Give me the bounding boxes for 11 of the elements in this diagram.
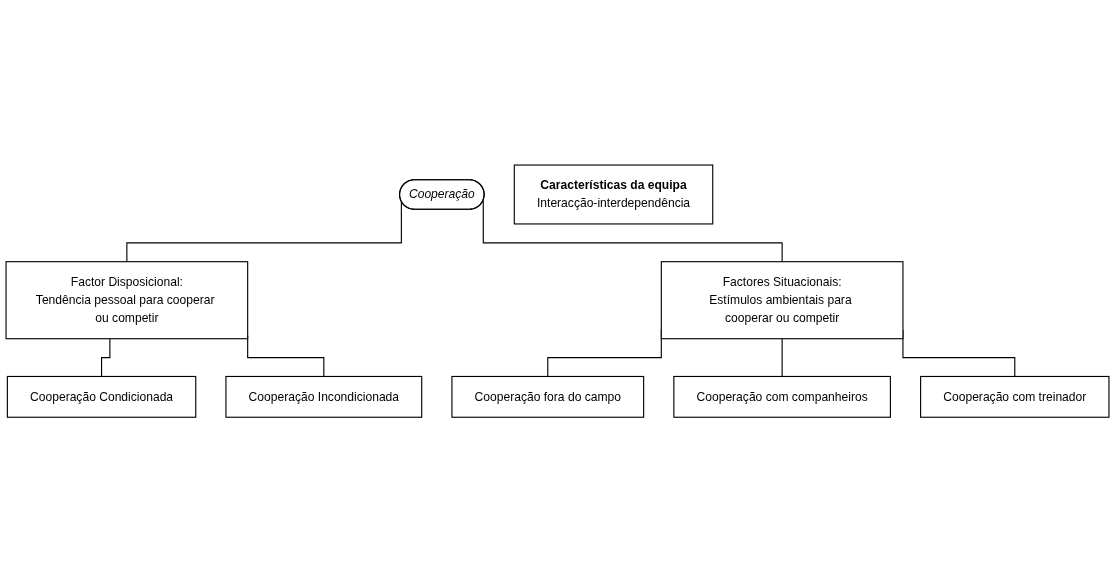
node-box: Cooperação Incondicionada xyxy=(225,375,423,418)
node-box: Factores Situacionais: Estímulos ambientais para cooperar ou competir xyxy=(660,261,904,340)
connector xyxy=(126,200,402,263)
connector xyxy=(101,338,111,377)
connector xyxy=(781,338,783,377)
node-box: Cooperação fora do campo xyxy=(451,375,645,418)
node-box: Cooperação com companheiros xyxy=(673,375,891,418)
node-box: Cooperação Condicionada xyxy=(6,375,197,418)
node-box: Cooperação com treinador xyxy=(920,375,1110,418)
node-box: Factor Disposicional: Tendência pessoal para cooperar ou competir xyxy=(5,261,249,340)
node-box: Características da equipa Interacção-interdependência xyxy=(513,164,714,225)
